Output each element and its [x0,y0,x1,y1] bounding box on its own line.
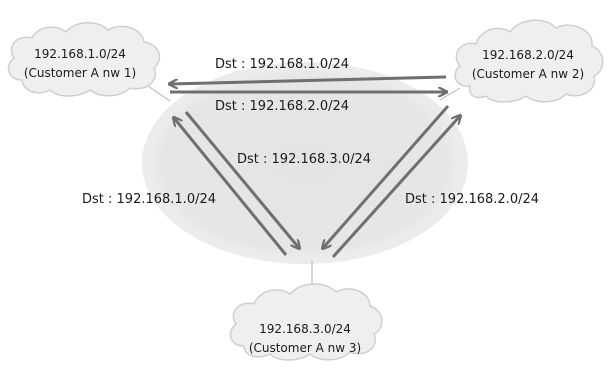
cloud-nw1-subnet: 192.168.1.0/24 [34,47,126,61]
cloud-nw3: 192.168.3.0/24 (Customer A nw 3) [229,283,383,361]
cloud-shape [454,19,604,103]
arrow-nw2-to-nw1 [170,75,447,84]
arrow-nw3-to-nw1 [174,118,288,256]
arrow-nw2-to-nw3 [323,105,450,248]
cloud-nw3-name: (Customer A nw 3) [249,341,361,355]
cloud-nw2: 192.168.2.0/24 (Customer A nw 2) [454,19,604,103]
provider-backbone [142,62,468,264]
arrow-nw1-to-nw3 [184,111,299,248]
cloud-nw2-subnet: 192.168.2.0/24 [482,48,574,62]
cloud-nw1-name: (Customer A nw 1) [24,66,136,80]
route-label-nw3-to-nw1: Dst : 192.168.1.0/24 [82,192,216,207]
route-label-nw1-to-nw3: Dst : 192.168.3.0/24 [237,152,371,167]
cloud-nw2-name: (Customer A nw 2) [472,67,584,81]
link-nw2 [439,87,461,101]
arrow-nw3-to-nw2 [331,116,460,259]
cloud-shape [229,283,383,361]
route-label-nw3-to-nw2: Dst : 192.168.2.0/24 [405,192,539,207]
route-label-nw2-to-nw1: Dst : 192.168.1.0/24 [215,57,349,72]
route-label-nw1-to-nw2: Dst : 192.168.2.0/24 [215,99,349,114]
cloud-nw3-subnet: 192.168.3.0/24 [259,322,351,336]
link-nw1 [147,85,171,102]
cloud-nw1: 192.168.1.0/24 (Customer A nw 1) [7,22,161,97]
cloud-shape [7,22,161,97]
